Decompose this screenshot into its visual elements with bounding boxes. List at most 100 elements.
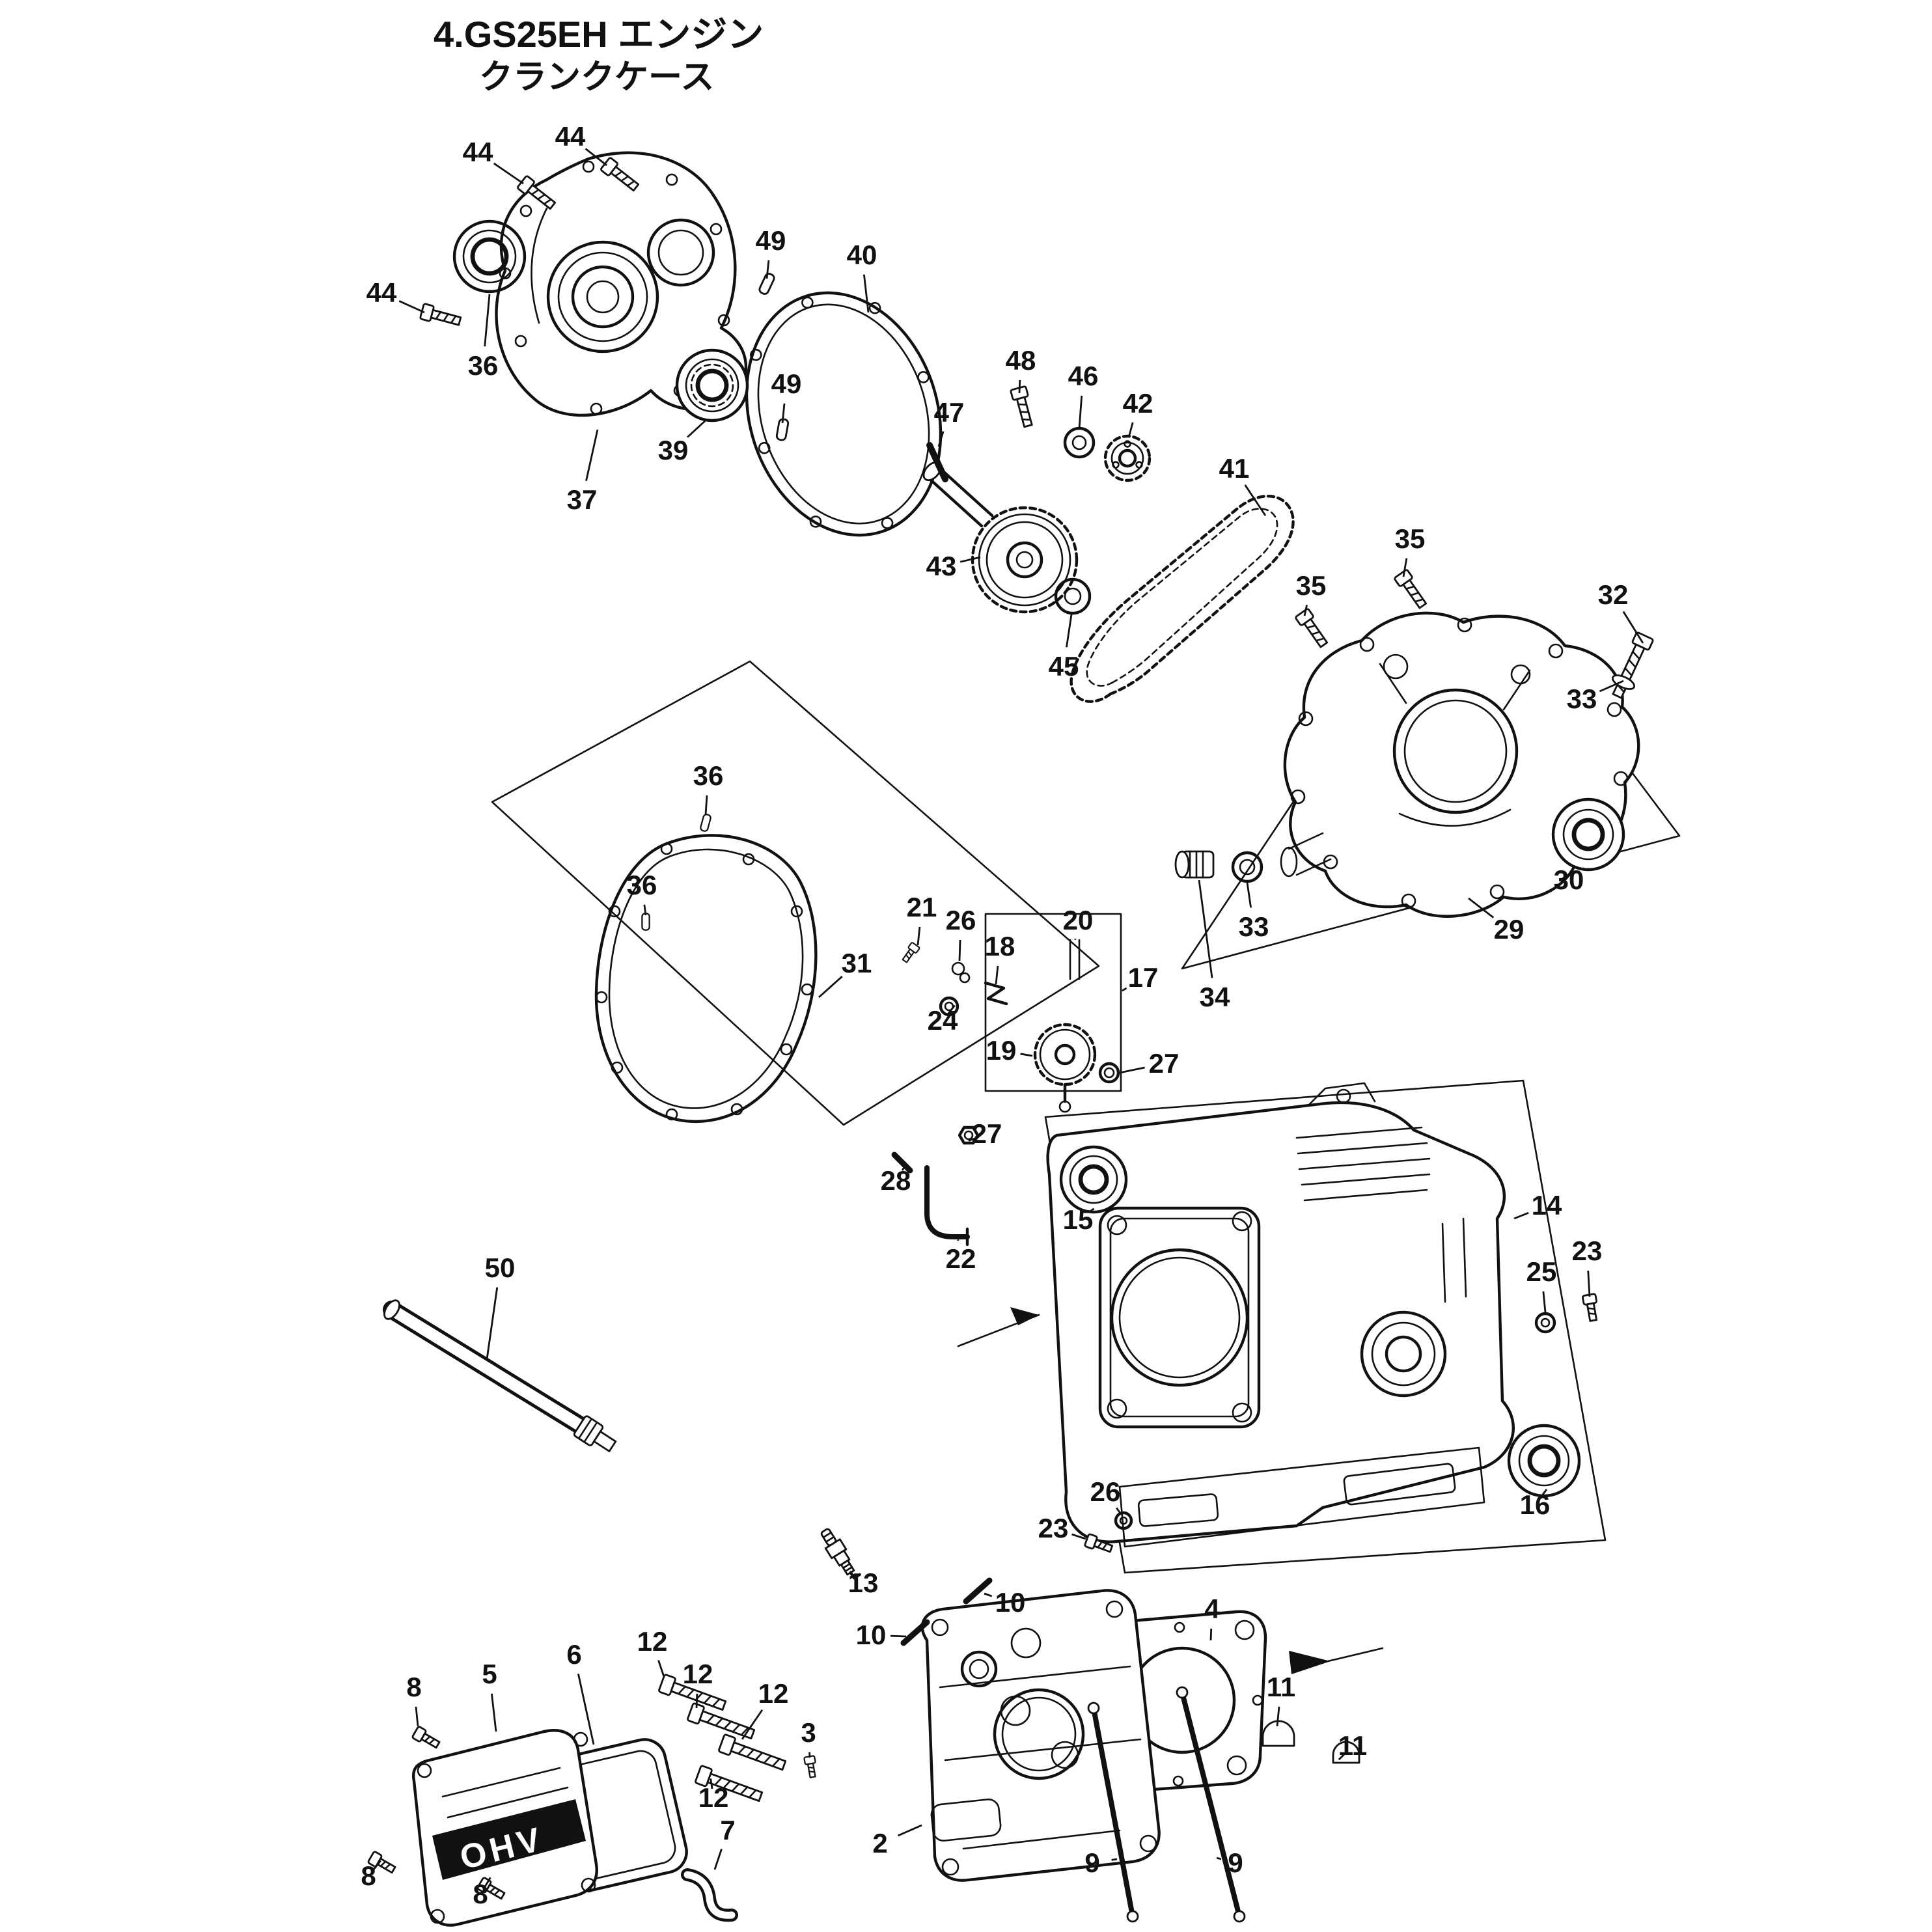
pointer-arrow bbox=[1289, 1647, 1384, 1674]
part-number-8: 8 bbox=[361, 1860, 376, 1891]
washer-33 bbox=[1611, 674, 1636, 690]
leader-line-21 bbox=[917, 926, 921, 946]
pin-47 bbox=[926, 442, 948, 482]
leader-line-44 bbox=[493, 162, 524, 185]
part-number-34: 34 bbox=[1200, 982, 1230, 1012]
screw-21 bbox=[900, 941, 921, 965]
leader-line-36 bbox=[484, 294, 491, 347]
part-number-36: 36 bbox=[468, 350, 499, 381]
part-number-4: 4 bbox=[1204, 1594, 1220, 1624]
part-number-25: 25 bbox=[1526, 1256, 1557, 1287]
leader-line-45 bbox=[1066, 614, 1073, 648]
part-number-36: 36 bbox=[627, 870, 657, 900]
leader-line-26 bbox=[958, 939, 961, 961]
part-number-27: 27 bbox=[972, 1118, 1002, 1149]
part-number-49: 49 bbox=[756, 225, 786, 256]
part-number-15: 15 bbox=[1063, 1204, 1094, 1235]
leader-line-29 bbox=[1468, 897, 1495, 918]
part-number-44: 44 bbox=[555, 121, 586, 152]
governor-rod-22 bbox=[924, 1165, 970, 1239]
leader-line-11 bbox=[1338, 1752, 1347, 1761]
washer-33 bbox=[1231, 851, 1263, 883]
part-number-41: 41 bbox=[1219, 453, 1250, 484]
governor-assembly-17 bbox=[891, 913, 1122, 1247]
diagram-title: 4.GS25EH エンジン bbox=[434, 14, 764, 55]
leader-line-16 bbox=[1541, 1489, 1548, 1495]
leader-line-9 bbox=[1111, 1858, 1118, 1861]
dowel-pin-36 bbox=[641, 913, 650, 931]
leader-line-9 bbox=[1216, 1856, 1222, 1860]
leader-line-33 bbox=[1599, 680, 1624, 693]
part-number-45: 45 bbox=[1049, 651, 1079, 682]
part-number-44: 44 bbox=[463, 137, 493, 167]
part-number-17: 17 bbox=[1128, 962, 1159, 993]
part-number-23: 23 bbox=[1572, 1235, 1603, 1266]
part-number-22: 22 bbox=[946, 1243, 976, 1274]
cover-bolt-holes bbox=[499, 160, 730, 415]
pin-28 bbox=[891, 1152, 913, 1174]
leader-line-27 bbox=[968, 1137, 977, 1142]
part-number-12: 12 bbox=[683, 1659, 713, 1689]
bolt-23 bbox=[1581, 1292, 1601, 1323]
part-number-14: 14 bbox=[1532, 1190, 1562, 1221]
oil-seal-15 bbox=[1059, 1145, 1128, 1214]
part-number-18: 18 bbox=[985, 931, 1015, 961]
leader-line-17 bbox=[1122, 987, 1127, 992]
leader-line-47 bbox=[937, 431, 945, 447]
leader-line-32 bbox=[1622, 611, 1644, 644]
oil-seal-16 bbox=[1507, 1424, 1581, 1498]
part-number-46: 46 bbox=[1068, 361, 1099, 391]
part-number-8: 8 bbox=[406, 1672, 421, 1702]
bearing-39 bbox=[675, 348, 749, 422]
part-number-36: 36 bbox=[693, 760, 724, 791]
leader-line-11 bbox=[1276, 1706, 1280, 1727]
dowel-pin-36 bbox=[699, 813, 712, 833]
leader-line-41 bbox=[1244, 484, 1267, 516]
part-number-19: 19 bbox=[986, 1035, 1017, 1066]
leader-line-24 bbox=[946, 1004, 956, 1015]
leader-line-46 bbox=[1078, 395, 1083, 429]
part-number-49: 49 bbox=[771, 368, 802, 399]
part-number-12: 12 bbox=[637, 1626, 668, 1657]
part-number-5: 5 bbox=[482, 1659, 497, 1689]
leader-line-25 bbox=[1542, 1291, 1547, 1313]
governor-gear-19 bbox=[1033, 1023, 1097, 1086]
tube-50 bbox=[383, 1299, 617, 1452]
washer-27 bbox=[1098, 1062, 1120, 1084]
part-number-12: 12 bbox=[758, 1678, 789, 1709]
leader-line-40 bbox=[862, 274, 870, 313]
bolt-35 bbox=[1294, 607, 1332, 650]
part-number-23: 23 bbox=[1038, 1513, 1069, 1543]
part-number-26: 26 bbox=[946, 905, 976, 935]
part-number-50: 50 bbox=[485, 1252, 516, 1283]
leader-line-27 bbox=[1119, 1066, 1145, 1074]
part-number-32: 32 bbox=[1598, 579, 1629, 610]
leader-line-8 bbox=[483, 1877, 491, 1888]
leader-line-48 bbox=[1018, 380, 1021, 394]
leader-line-39 bbox=[687, 418, 708, 438]
washer-46 bbox=[1063, 426, 1096, 459]
leader-line-2 bbox=[897, 1824, 922, 1837]
leader-line-35 bbox=[1402, 558, 1408, 577]
washer-25 bbox=[1534, 1312, 1556, 1334]
washer-26 bbox=[1114, 1511, 1133, 1530]
leader-line-50 bbox=[486, 1287, 499, 1360]
part-number-16: 16 bbox=[1520, 1489, 1551, 1520]
part-number-21: 21 bbox=[907, 892, 937, 922]
part-number-44: 44 bbox=[366, 277, 397, 308]
part-number-28: 28 bbox=[881, 1165, 911, 1196]
camshaft-43 bbox=[922, 461, 1079, 614]
leader-line-14 bbox=[1513, 1211, 1529, 1220]
leader-line-10 bbox=[984, 1592, 993, 1597]
breather-tube-7 bbox=[681, 1868, 738, 1922]
leader-line-49 bbox=[766, 260, 770, 279]
gasket-40 bbox=[745, 291, 943, 537]
part-number-35: 35 bbox=[1395, 523, 1426, 554]
part-number-35: 35 bbox=[1296, 570, 1327, 601]
leader-line-18 bbox=[995, 965, 999, 985]
leader-line-36 bbox=[704, 795, 708, 816]
pushrod-9 bbox=[1176, 1686, 1246, 1923]
part-number-10: 10 bbox=[995, 1587, 1026, 1618]
leader-line-31 bbox=[818, 975, 843, 999]
